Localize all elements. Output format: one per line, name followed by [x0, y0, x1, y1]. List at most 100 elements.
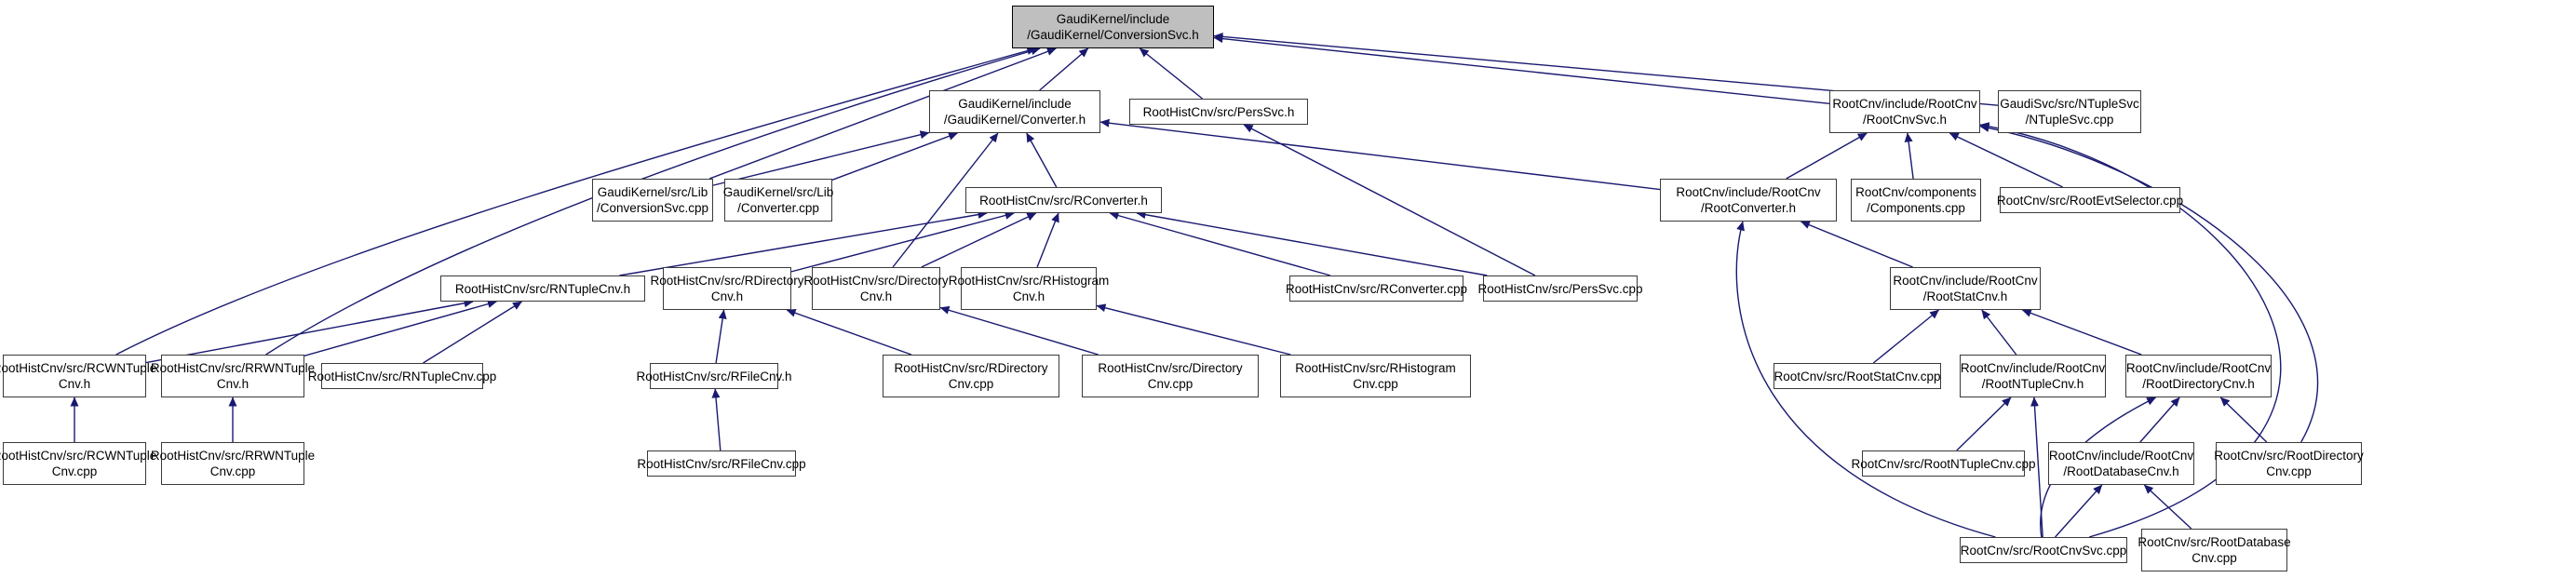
graph-node-rootntuplecnv_h[interactable]: RootCnv/include/RootCnv/RootNTupleCnv.h [1960, 355, 2106, 397]
include-edge-rhistogramcnv_cpp-to-rhistogramcnv_h [1096, 303, 1291, 356]
graph-node-label: RootHistCnv/src/RRWNTuple [150, 449, 316, 463]
graph-node-label: /GaudiKernel/Converter.h [943, 113, 1086, 127]
include-edge-rootdirectorycnv_h-to-rootstatcnv_h [2021, 309, 2142, 356]
include-edge-rootdatabasecnv_h-to-rootdirectorycnv_h [2139, 397, 2180, 443]
graph-node-conversionsvc_h[interactable]: GaudiKernel/include/GaudiKernel/Conversi… [1012, 6, 1214, 48]
graph-node-label: GaudiSvc/src/NTupleSvc [2000, 97, 2139, 111]
include-edge-rootcnvsvc_cpp-to-rootdatabasecnv_h [2055, 484, 2103, 538]
graph-node-label: RootHistCnv/src/RCWNTuple [0, 361, 157, 375]
graph-node-rfilecnv_h[interactable]: RootHistCnv/src/RFileCnv.h [636, 363, 792, 389]
include-edge-rootdirectorycnv_cpp-to-rootcnvsvc_h [1979, 124, 2319, 443]
graph-node-rootntuplecnv_cpp[interactable]: RootCnv/src/RootNTupleCnv.cpp [1851, 450, 2036, 477]
graph-node-label: GaudiKernel/include [1056, 12, 1170, 26]
graph-node-label: /RootDatabaseCnv.h [2063, 464, 2179, 478]
graph-node-rootevtselector_cpp[interactable]: RootCnv/src/RootEvtSelector.cpp [1996, 187, 2184, 213]
graph-node-label: RootCnv/include/RootCnv [1676, 185, 1821, 199]
graph-node-label: /GaudiKernel/ConversionSvc.h [1027, 28, 1199, 42]
graph-node-rootstatcnv_h[interactable]: RootCnv/include/RootCnv/RootStatCnv.h [1890, 267, 2041, 310]
graph-node-label: RootCnv/src/RootDatabase [2138, 535, 2291, 549]
graph-node-label: RootHistCnv/src/RConverter.cpp [1285, 281, 1468, 296]
graph-node-label: RootHistCnv/src/PersSvc.cpp [1477, 281, 1643, 296]
include-edge-rconverter_cpp-to-rconverter_h [1109, 211, 1331, 276]
include-edge-rconverter_h-to-converter_h [1026, 132, 1058, 188]
graph-node-label: RootHistCnv/src/Directory [1098, 361, 1243, 375]
include-edge-conversionsvc_cpp-to-conversionsvc_h [708, 47, 1057, 180]
include-edge-converter_cpp-to-converter_h [831, 132, 958, 181]
include-edge-rfilecnv_h-to-rdirectorycnv_h [715, 309, 727, 364]
include-edge-rdirectorycnv_cpp-to-rdirectorycnv_h [786, 308, 912, 356]
graph-node-label: Cnv.cpp [209, 464, 256, 478]
graph-node-label: RootHistCnv/src/RHistogram [1295, 361, 1456, 375]
graph-node-rootdatabasecnv_h[interactable]: RootCnv/include/RootCnv/RootDatabaseCnv.… [2048, 442, 2194, 485]
graph-node-label: RootHistCnv/src/RConverter.h [979, 193, 1148, 208]
graph-node-rootdirectorycnv_h[interactable]: RootCnv/include/RootCnv/RootDirectoryCnv… [2125, 355, 2272, 397]
include-edge-rdirectorycnv_h-to-rconverter_h [790, 211, 1015, 273]
graph-node-label: RootHistCnv/src/RNTupleCnv.h [454, 281, 631, 296]
graph-node-rconverter_h[interactable]: RootHistCnv/src/RConverter.h [965, 187, 1162, 213]
graph-node-label: /Components.cpp [1867, 201, 1965, 215]
graph-node-label: RootHistCnv/src/PersSvc.h [1142, 104, 1295, 119]
graph-node-label: /Converter.cpp [737, 201, 819, 215]
graph-node-label: Cnv.h [859, 289, 893, 303]
graph-node-rootcnvsvc_cpp[interactable]: RootCnv/src/RootCnvSvc.cpp [1960, 537, 2127, 563]
graph-node-ntuplesvc_cpp[interactable]: GaudiSvc/src/NTupleSvc/NTupleSvc.cpp [1998, 90, 2141, 133]
include-edge-rootdirectorycnv_cpp-to-rootdirectorycnv_h [2219, 397, 2268, 443]
graph-node-label: Cnv.cpp [1353, 377, 1398, 391]
graph-node-converter_cpp[interactable]: GaudiKernel/src/Lib/Converter.cpp [723, 179, 833, 222]
graph-node-rfilecnv_cpp[interactable]: RootHistCnv/src/RFileCnv.cpp [637, 450, 806, 477]
include-edge-perssvc_h-to-conversionsvc_h [1139, 47, 1203, 100]
include-edge-rootcnvsvc_h-to-conversionsvc_h [1213, 34, 1830, 105]
graph-node-label: RootHistCnv/src/RFileCnv.h [636, 369, 792, 383]
graph-node-label: Cnv.cpp [2192, 551, 2237, 565]
graph-node-rntuplecnv_h[interactable]: RootHistCnv/src/RNTupleCnv.h [440, 276, 645, 302]
graph-node-rootconverter_h[interactable]: RootCnv/include/RootCnv/RootConverter.h [1660, 179, 1837, 222]
graph-node-label: GaudiKernel/src/Lib [597, 185, 708, 199]
include-edge-directorycnv_h-to-converter_h [892, 132, 999, 268]
include-edge-rootcnvsvc_cpp-to-rootcnvsvc_h [1979, 122, 2282, 538]
graph-node-rootstatcnv_cpp[interactable]: RootCnv/src/RootStatCnv.cpp [1774, 363, 1941, 389]
graph-node-perssvc_cpp[interactable]: RootHistCnv/src/PersSvc.cpp [1477, 276, 1643, 302]
graph-node-label: RootCnv/src/RootEvtSelector.cpp [1996, 193, 2184, 208]
graph-node-perssvc_h[interactable]: RootHistCnv/src/PersSvc.h [1129, 99, 1308, 125]
include-edge-rntuplecnv_h-to-rconverter_h [619, 210, 988, 276]
graph-node-label: RootCnv/include/RootCnv [2125, 361, 2272, 375]
graph-node-converter_h[interactable]: GaudiKernel/include/GaudiKernel/Converte… [929, 90, 1100, 133]
graph-node-components_cpp[interactable]: RootCnv/components/Components.cpp [1851, 179, 1981, 222]
include-edge-rfilecnv_cpp-to-rfilecnv_h [711, 388, 722, 451]
graph-node-rntuplecnv_cpp[interactable]: RootHistCnv/src/RNTupleCnv.cpp [308, 363, 496, 389]
include-edge-directorycnv_h-to-rconverter_h [921, 212, 1037, 268]
graph-node-rootcnvsvc_h[interactable]: RootCnv/include/RootCnv/RootCnvSvc.h [1829, 90, 1980, 133]
include-edge-rntuplecnv_cpp-to-rntuplecnv_h [423, 301, 522, 364]
graph-node-label: RootHistCnv/src/RDirectory [650, 274, 804, 288]
graph-node-label: Cnv.cpp [1147, 377, 1194, 391]
include-edge-components_cpp-to-rootcnvsvc_h [1904, 132, 1914, 180]
graph-node-label: RootCnv/components [1855, 185, 1976, 199]
include-edge-rootntuplecnv_h-to-rootstatcnv_h [1981, 309, 2017, 356]
include-edge-conversionsvc_cpp-to-converter_h [712, 130, 930, 186]
graph-node-label: RootCnv/include/RootCnv [2048, 449, 2194, 463]
graph-node-label: /ConversionSvc.cpp [596, 201, 709, 215]
graph-node-label: RootCnv/src/RootCnvSvc.cpp [1960, 543, 2127, 558]
graph-node-label: RootHistCnv/src/RFileCnv.cpp [637, 456, 806, 471]
graph-node-label: RootHistCnv/src/RRWNTuple [150, 361, 316, 375]
graph-node-label: Cnv.cpp [948, 377, 994, 391]
include-edge-directorycnv_cpp-to-directorycnv_h [939, 305, 1099, 356]
graph-node-rconverter_cpp[interactable]: RootHistCnv/src/RConverter.cpp [1286, 276, 1467, 302]
graph-node-conversionsvc_cpp[interactable]: GaudiKernel/src/Lib/ConversionSvc.cpp [592, 179, 713, 222]
graph-node-label: GaudiKernel/include [958, 97, 1072, 111]
include-edge-perssvc_cpp-to-perssvc_h [1243, 124, 1536, 276]
graph-node-label: RootCnv/include/RootCnv [1893, 274, 2038, 288]
graph-node-label: /RootDirectoryCnv.h [2142, 377, 2255, 391]
